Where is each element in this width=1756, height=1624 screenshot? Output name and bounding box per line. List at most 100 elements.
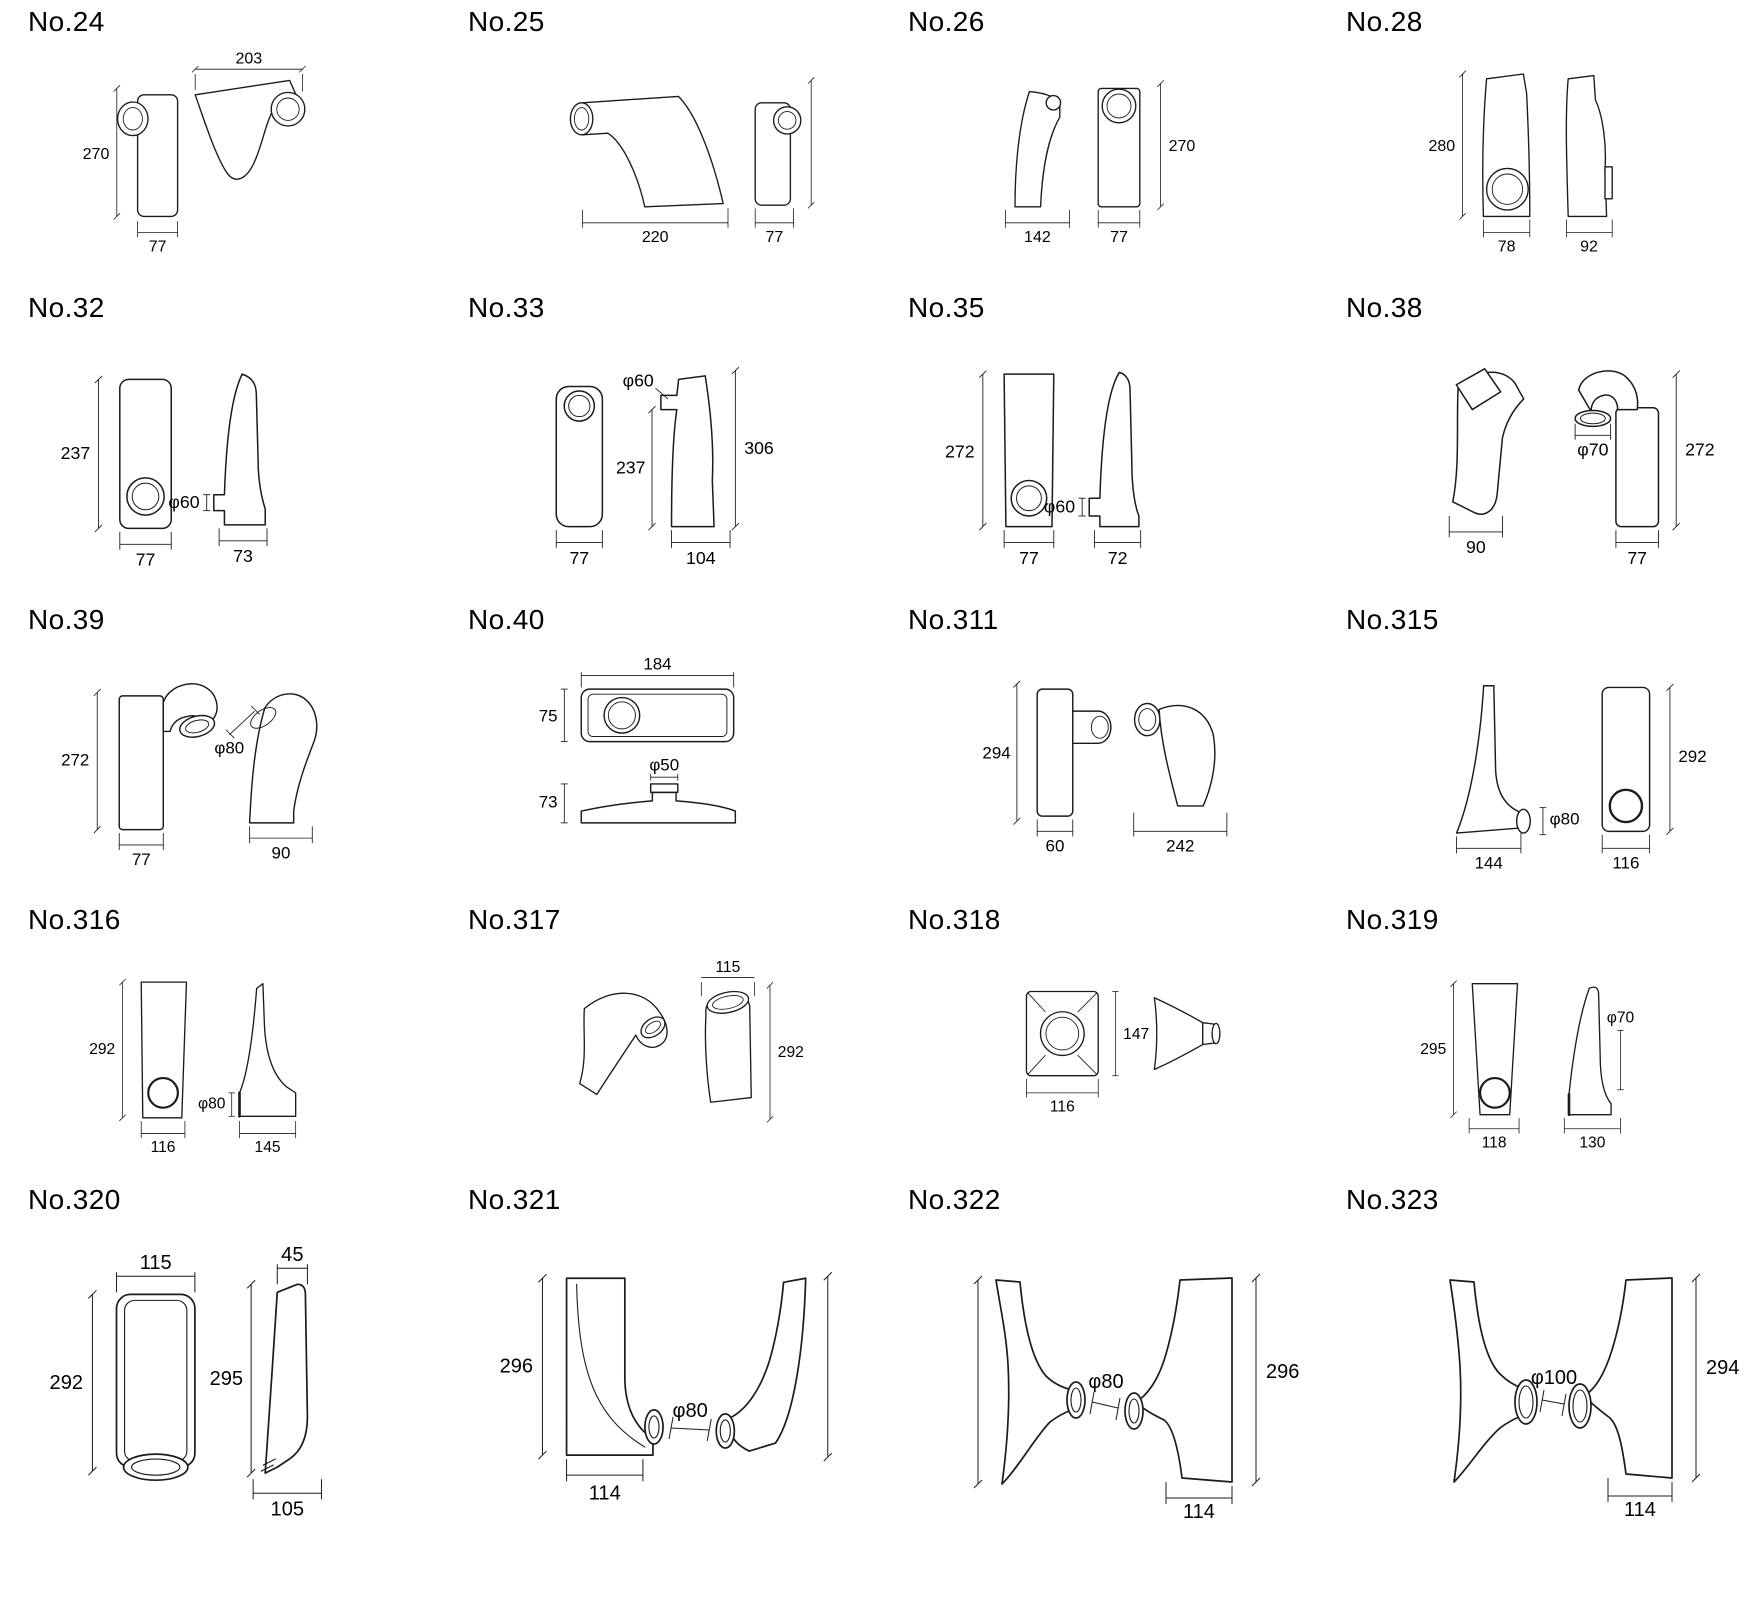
drawing-no39: 272 φ80 77 90 [61, 683, 318, 869]
dim-label: 73 [233, 546, 253, 566]
dim-label: 77 [1019, 548, 1039, 568]
dim-height: 292 [89, 978, 126, 1122]
part-number: No.315 [1346, 604, 1439, 635]
dim-bottom-width-right: 104 [671, 530, 731, 568]
dim-bottom-width: 114 [1165, 1482, 1233, 1523]
drawing-no35: 272 φ60 77 72 [945, 370, 1142, 568]
dim-label: φ70 [1607, 1010, 1635, 1027]
dim-label: 90 [272, 843, 291, 862]
dim-diameter: φ70 [1574, 423, 1612, 460]
part-drawing [565, 1277, 807, 1456]
part-cell-no320: No.320 115 45 [0, 1178, 440, 1624]
part-cell-no28: No.28 280 78 92 [1318, 0, 1756, 286]
dim-label: 75 [539, 706, 558, 725]
part-number: No.320 [28, 1184, 121, 1215]
dim-height-right: 295 [210, 1279, 256, 1478]
dim-diameter: φ50 [649, 755, 679, 781]
dim-diameter: φ80 [1539, 807, 1579, 836]
dim-diameter: φ60 [168, 492, 211, 512]
part-cell-no39: No.39 272 φ80 [0, 598, 440, 898]
drawing-no317: 115 292 [578, 959, 804, 1123]
dim-label: φ50 [649, 755, 679, 774]
dim-label: φ80 [214, 738, 244, 757]
dim-bottom-width-right: 77 [754, 208, 794, 246]
part-drawing [1036, 688, 1216, 817]
dim-label: 292 [1678, 747, 1706, 766]
dim-label: 295 [210, 1368, 244, 1390]
dim-label: 77 [766, 229, 784, 246]
dim-height: 237 [61, 375, 103, 533]
dim-label: 114 [589, 1482, 621, 1504]
dim-bottom-width: 77 [137, 221, 178, 256]
dim-bottom-width-right: 73 [218, 528, 268, 566]
dim-label: 292 [778, 1044, 804, 1061]
drawing-no316: 292 φ80 116 145 [89, 978, 297, 1156]
part-number: No.318 [908, 904, 1001, 935]
part-cell-no25: No.25 220 77 [440, 0, 880, 286]
dim-diameter: φ60 [623, 371, 669, 400]
dim-bottom-width-left: 118 [1468, 1117, 1520, 1151]
dim-label: 294 [982, 744, 1010, 763]
dim-height-right: 306 [731, 366, 774, 531]
part-number: No.40 [468, 604, 545, 635]
dim-bottom-width-left: 60 [1036, 819, 1074, 856]
part-drawing [555, 375, 715, 528]
dim-extension-line [823, 1271, 833, 1462]
part-cell-no318: No.318 147 116 [880, 898, 1318, 1178]
drawing-no24: 203 270 77 [83, 51, 306, 256]
drawing-no320: 115 45 292 295 105 [50, 1244, 322, 1520]
dim-label: 296 [500, 1356, 534, 1378]
drawing-no323: φ100 294 114 [1449, 1273, 1739, 1521]
dim-bottom-width-right: 130 [1563, 1117, 1621, 1151]
dim-label: φ80 [198, 1095, 226, 1112]
dim-label: 306 [744, 438, 774, 458]
dim-diameter: φ80 [214, 705, 261, 757]
part-drawing [1455, 685, 1651, 834]
dim-label: φ60 [168, 492, 199, 512]
dim-height: 294 [1691, 1273, 1739, 1483]
dim-label: 292 [50, 1372, 84, 1394]
part-drawing [1014, 87, 1141, 208]
dim-bottom-width-left: 142 [1005, 210, 1070, 246]
part-drawing [580, 688, 737, 824]
dim-label: 114 [1183, 1501, 1215, 1523]
dim-top-width: 184 [580, 655, 735, 688]
drawing-no318: 147 116 [1025, 990, 1221, 1116]
dim-top-width-left: 115 [116, 1252, 196, 1293]
dim-label: 45 [281, 1244, 303, 1266]
part-cell-no311: No.311 294 60 [880, 598, 1318, 898]
dim-label: 104 [686, 548, 716, 568]
drawing-no33: φ60 77 237 306 104 [555, 366, 774, 568]
part-cell-no26: No.26 142 270 77 [880, 0, 1318, 286]
dim-height: 296 [1251, 1273, 1299, 1487]
dim-label: 270 [83, 146, 110, 163]
dim-diameter: φ70 [1607, 1010, 1635, 1091]
dim-bottom-width-left: 77 [118, 833, 164, 869]
part-number: No.35 [908, 292, 985, 323]
dim-bottom-width-left: 77 [119, 531, 172, 570]
dim-height-left: 237 [616, 405, 656, 531]
drawing-no26: 142 270 77 [1005, 80, 1196, 246]
part-number: No.317 [468, 904, 561, 935]
part-drawing [115, 1283, 309, 1482]
dim-extension-line [973, 1275, 983, 1489]
dim-height: 272 [1672, 370, 1715, 531]
dim-label: 272 [945, 441, 975, 461]
part-number: No.319 [1346, 904, 1439, 935]
dim-bottom-width-left: 144 [1456, 833, 1522, 873]
part-cell-no38: No.38 φ70 272 [1318, 286, 1756, 598]
dim-height: 270 [83, 84, 121, 220]
part-drawing [1452, 368, 1660, 528]
dim-height: 272 [61, 688, 101, 834]
part-drawing [1025, 990, 1221, 1077]
dim-height: 296 [500, 1273, 547, 1460]
dim-label: 60 [1046, 837, 1065, 856]
dim-height-left: 292 [50, 1289, 97, 1476]
dim-diameter: φ60 [1044, 496, 1086, 516]
dim-label: 118 [1482, 1134, 1507, 1151]
part-drawing [995, 1277, 1233, 1485]
dim-label: 270 [1169, 138, 1196, 155]
dim-bottom-width-right: 77 [1097, 210, 1141, 246]
dim-height: 292 [766, 981, 804, 1123]
dim-label: 77 [136, 550, 156, 570]
